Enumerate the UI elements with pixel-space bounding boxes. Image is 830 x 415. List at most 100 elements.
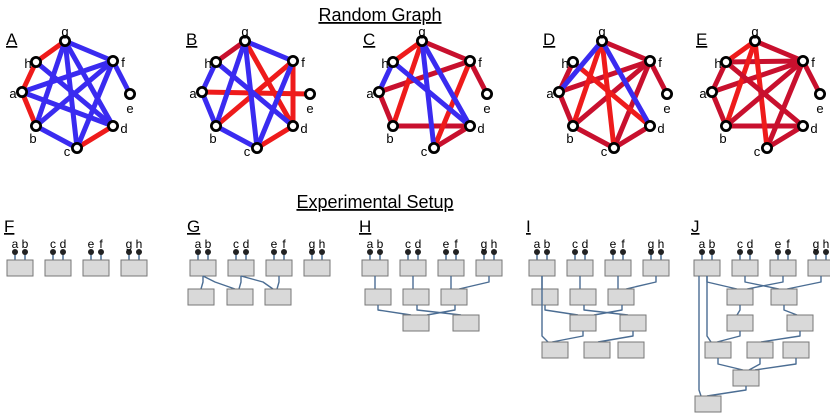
graph-node-g xyxy=(59,35,72,48)
graph-edge-b-c xyxy=(33,123,80,151)
module-box xyxy=(82,259,110,277)
connection-wire xyxy=(541,276,549,343)
connection-wire xyxy=(597,331,634,343)
pin-dot xyxy=(12,249,18,255)
pin-dot xyxy=(415,249,421,255)
graph-edge-g-c xyxy=(419,38,437,151)
module-box xyxy=(402,288,430,306)
connection-wire xyxy=(706,276,738,290)
pin-label: h xyxy=(136,237,143,251)
graph-edge-h-d xyxy=(390,59,473,129)
graph-edge-a-f xyxy=(19,58,116,95)
graph-edge-g-c xyxy=(599,38,617,151)
pin-dot xyxy=(233,249,239,255)
graph-edge-g-d xyxy=(242,38,296,129)
graph-node-label-e: e xyxy=(483,101,490,116)
graph-edge-f-e xyxy=(647,58,670,97)
graph-node-c xyxy=(71,141,84,154)
pin-label: c xyxy=(405,237,411,251)
graph-node-a xyxy=(706,86,719,99)
graph-node-label-f: f xyxy=(121,55,125,70)
pin-label: e xyxy=(443,237,450,251)
pin-dot xyxy=(699,249,705,255)
graph-edge-c-f xyxy=(431,58,473,151)
random-graph-title: Random Graph xyxy=(318,5,441,25)
module-box xyxy=(226,288,254,306)
connection-wire xyxy=(717,358,744,371)
pin-label: c xyxy=(50,237,56,251)
graph-node-d xyxy=(463,120,476,133)
connection-wire xyxy=(716,331,741,343)
pin-dot xyxy=(544,249,550,255)
graph-node-e xyxy=(661,88,674,101)
graph-node-h xyxy=(386,56,399,69)
graph-node-label-g: g xyxy=(598,24,605,39)
pin-dot xyxy=(709,249,715,255)
graph-edge-a-d xyxy=(19,89,116,129)
pin-label: h xyxy=(491,237,498,251)
pin-dot xyxy=(281,249,287,255)
graph-node-label-b: b xyxy=(566,131,573,146)
setup-panel-label: I xyxy=(526,217,531,236)
pin-label: b xyxy=(377,237,384,251)
module-box xyxy=(475,259,503,277)
pin-label: b xyxy=(544,237,551,251)
graph-node-label-e: e xyxy=(306,101,313,116)
pin-dot xyxy=(405,249,411,255)
setup-panel-label: F xyxy=(4,217,14,236)
connection-wire xyxy=(760,331,801,343)
graph-node-g xyxy=(238,35,251,48)
graph-panel-label: D xyxy=(543,30,555,49)
pin-label: a xyxy=(699,237,706,251)
module-box xyxy=(44,259,72,277)
module-box xyxy=(528,259,556,277)
graph-node-label-a: a xyxy=(699,86,707,101)
graph-panel-label: A xyxy=(6,30,18,49)
graph-node-label-a: a xyxy=(9,86,17,101)
graph-edge-c-d xyxy=(74,123,116,151)
graph-node-label-g: g xyxy=(241,24,248,39)
graph-node-g xyxy=(415,35,428,48)
pin-label: f xyxy=(454,237,458,251)
pin-label: e xyxy=(271,237,278,251)
graph-node-label-d: d xyxy=(120,121,127,136)
module-box xyxy=(189,259,217,277)
pin-dot xyxy=(22,249,28,255)
module-box xyxy=(399,259,427,277)
pin-label: a xyxy=(367,237,374,251)
pin-dot xyxy=(136,249,142,255)
connection-wire xyxy=(706,276,712,343)
module-box xyxy=(541,341,569,359)
pin-dot xyxy=(481,249,487,255)
pin-label: f xyxy=(99,237,103,251)
graph-node-label-d: d xyxy=(300,121,307,136)
pin-label: c xyxy=(233,237,239,251)
graph-node-a xyxy=(372,86,385,99)
connection-wire xyxy=(240,275,274,290)
graph-edge-c-f xyxy=(74,58,116,151)
connection-wire xyxy=(238,276,242,290)
graph-node-label-g: g xyxy=(751,24,758,39)
module-box xyxy=(227,259,255,277)
graph-edge-g-b xyxy=(390,38,425,129)
graph-node-f xyxy=(797,55,810,68)
graph-node-label-h: h xyxy=(381,56,388,71)
graph-edge-a-g xyxy=(556,38,605,95)
graph-edge-g-b xyxy=(570,38,605,129)
setup-panel-label: J xyxy=(691,217,700,236)
pin-label: f xyxy=(282,237,286,251)
pin-label: e xyxy=(610,237,617,251)
pin-dot xyxy=(309,249,315,255)
